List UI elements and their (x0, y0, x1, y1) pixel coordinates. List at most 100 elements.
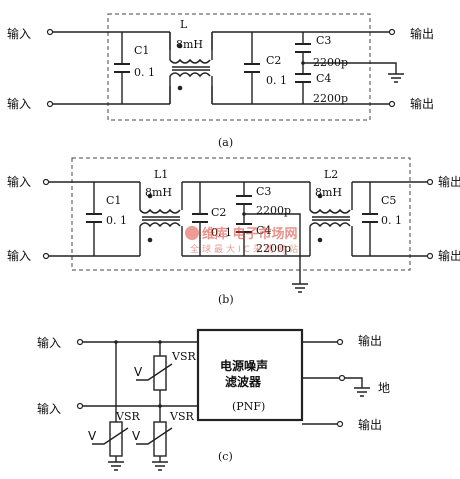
circuit-a: 输入 输入 输出 输出 C1 0. 1 L 8mH C2 0. 1 (7, 13, 434, 149)
ground-wire-a (303, 62, 397, 74)
ground-c-right-icon (152, 461, 168, 471)
watermark-logo-icon (185, 226, 199, 240)
varistor-left-mark (92, 427, 129, 445)
varistor-right-mark (136, 427, 173, 445)
terminal-c-out1 (336, 338, 344, 346)
output-wires-c (302, 341, 340, 425)
ground-wire-b (244, 213, 301, 284)
terminal-b-out2 (426, 252, 434, 260)
choke-b1-dot-top (147, 193, 153, 199)
choke-b2-leads (309, 182, 353, 256)
input-label-b-top: 输入 (7, 174, 31, 189)
terminal-c-ground (338, 374, 346, 382)
varistor-right-label: VSR (169, 410, 194, 423)
choke-a-coil-bottom (169, 72, 211, 78)
input-label-a-top: 输入 (7, 26, 31, 41)
ground-b-icon (292, 283, 308, 293)
circuit-c: 输入 输入 输出 输出 地 电源噪声 滤波器 (PNF) V VSR (37, 328, 390, 471)
terminal-a-in2 (46, 100, 54, 108)
pnf-block-line1: 电源噪声 (220, 358, 268, 373)
terminal-c-in1 (76, 338, 84, 346)
pnf-block (196, 328, 304, 422)
capacitor-c3-b (236, 195, 252, 205)
inductor-l-label: L (180, 18, 188, 31)
input-label-a-bottom: 输入 (7, 96, 31, 111)
terminal-a-out2 (388, 100, 396, 108)
c2-a-label: C2 (266, 54, 281, 67)
choke-a-leads (169, 32, 213, 104)
c2-b-label: C2 (211, 206, 226, 219)
choke-a-coil-ends (169, 50, 213, 86)
varistor-top-mark (136, 363, 173, 381)
terminal-b-in2 (42, 252, 50, 260)
choke-a-coil-top (169, 58, 211, 64)
terminal-a-out1 (388, 28, 396, 36)
watermark-main-text: 维库 电子市场网 (202, 226, 298, 242)
terminal-a-in1 (46, 28, 54, 36)
c4-b-label: C4 (256, 224, 271, 237)
output-label-b-top: 输出 (438, 174, 460, 189)
inductor-l2-value: 8mH (315, 186, 342, 199)
inductor-l2-label: L2 (324, 168, 338, 181)
ground-c-left-icon (108, 461, 124, 471)
c1-b-value: 0. 1 (106, 214, 127, 227)
c3-b-label: C3 (256, 185, 271, 198)
c4-b-value: 2200p (256, 242, 291, 255)
input-label-b-bottom: 输入 (7, 248, 31, 263)
varistor-top-label: VSR (171, 350, 196, 363)
capacitor-c4-b (236, 223, 252, 233)
terminal-c-out2 (336, 420, 344, 428)
filter-a-enclosure (107, 13, 371, 121)
terminal-b-out1 (426, 178, 434, 186)
choke-a-dot-top (177, 43, 183, 49)
choke-b2-dot-bottom (317, 237, 323, 243)
caption-b: (b) (218, 293, 234, 306)
choke-b1-coil-top (139, 208, 181, 214)
capacitor-c1-b (86, 213, 102, 223)
varistor-right-v: V (132, 429, 141, 443)
capacitor-c4-a (295, 73, 311, 83)
caption-a: (a) (218, 136, 233, 149)
output-label-b-bottom: 输出 (438, 248, 460, 263)
terminal-c-in2 (76, 402, 84, 410)
choke-b2-dot-top (317, 193, 323, 199)
c5-b-value: 0. 1 (381, 214, 402, 227)
varistor-right (153, 421, 167, 457)
c1-a-label: C1 (134, 44, 149, 57)
inductor-l1-label: L1 (154, 168, 168, 181)
filter-b-enclosure (71, 157, 411, 271)
capacitor-c2-b (192, 213, 208, 223)
choke-b2-coil-bottom (309, 222, 351, 228)
c2-b-value: 0. 1 (211, 226, 232, 239)
input-wires-c (80, 341, 198, 407)
pnf-block-line2: 滤波器 (225, 374, 262, 389)
c3-a-value: 2200p (313, 56, 348, 69)
ground-wire-c (344, 377, 363, 388)
ground-label-c: 地 (378, 381, 390, 395)
varistor-left-v: V (88, 429, 97, 443)
choke-b1-coil-bottom (139, 222, 181, 228)
rails-b (46, 181, 428, 257)
output-label-c-bottom: 输出 (358, 417, 382, 432)
inductor-l1-value: 8mH (145, 186, 172, 199)
varistor-top (153, 355, 167, 391)
capacitor-c1-a (114, 63, 130, 73)
choke-b1-coil-ends (139, 200, 183, 236)
c1-a-value: 0. 1 (134, 66, 155, 79)
circuit-b: 输入 输入 输出 输出 C1 0. 1 L1 8mH C2 0. 1 (7, 157, 460, 306)
rails-a (50, 31, 390, 105)
output-label-c-top: 输出 (358, 333, 382, 348)
c1-b-label: C1 (106, 194, 121, 207)
inductor-l-value: 8mH (176, 38, 203, 51)
c3-b-value: 2200p (256, 204, 291, 217)
input-label-c-bottom: 输入 (37, 401, 61, 416)
varistor-left-label: VSR (115, 410, 140, 423)
c5-b-label: C5 (381, 194, 396, 207)
terminal-b-in1 (42, 178, 50, 186)
ground-c-icon (354, 387, 370, 397)
capacitor-c2-a (244, 63, 260, 73)
output-label-a-top: 输出 (410, 26, 434, 41)
choke-b2-coil-top (309, 208, 351, 214)
capacitor-c3-a (295, 43, 311, 53)
